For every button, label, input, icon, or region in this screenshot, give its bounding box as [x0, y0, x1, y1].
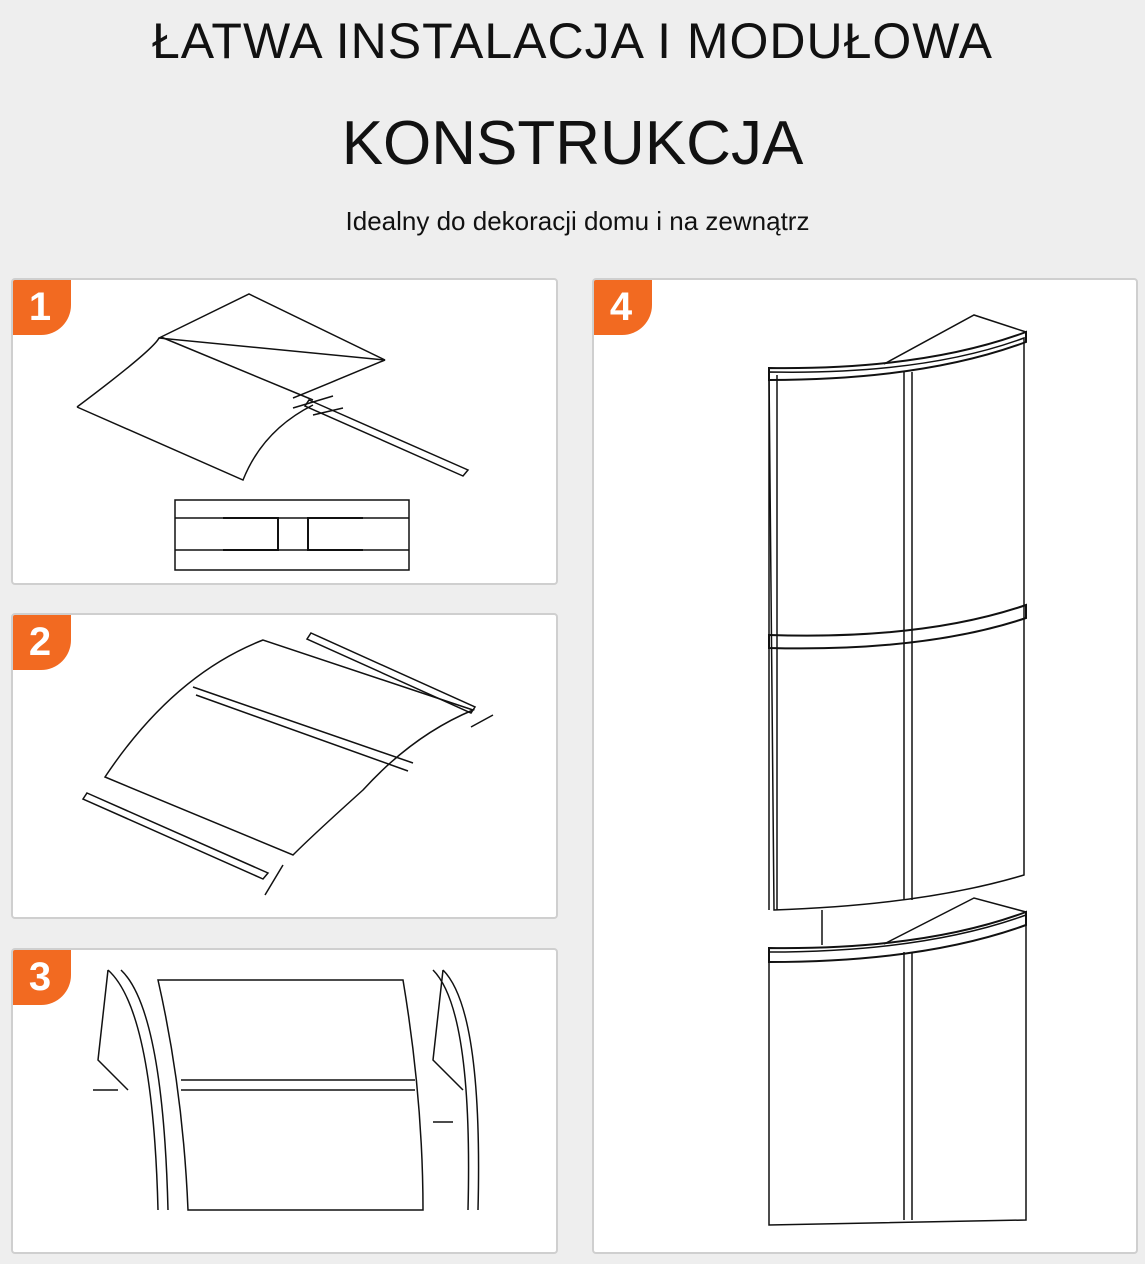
step-1-panel: 1 [11, 278, 558, 585]
step-3-panel: 3 [11, 948, 558, 1254]
title-line-1: ŁATWA INSTALACJA I MODUŁOWA [151, 13, 993, 69]
step-3-badge: 3 [13, 950, 71, 1005]
step-1-badge: 1 [13, 280, 71, 335]
subtitle: Idealny do dekoracji domu i na zewnątrz [345, 206, 810, 236]
step-1-illustration [76, 293, 470, 571]
step-4-panel: 4 [592, 278, 1138, 1254]
step-2-panel: 2 [11, 613, 558, 919]
step-2-illustration [81, 632, 494, 896]
step-3-illustration [93, 969, 480, 1211]
step-4-badge: 4 [594, 280, 652, 335]
step-2-badge: 2 [13, 615, 71, 670]
step-4-illustration [768, 314, 1027, 1226]
title-line-2: KONSTRUKCJA [341, 109, 804, 178]
